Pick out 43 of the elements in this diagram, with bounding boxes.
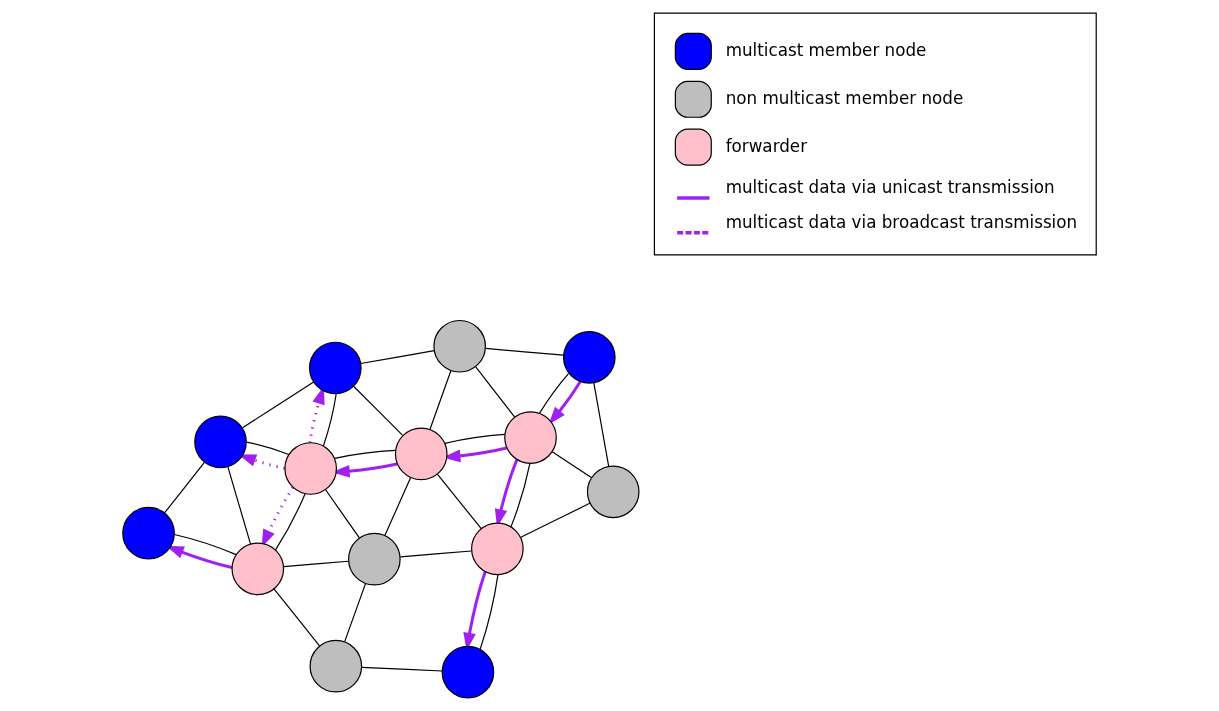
connector <box>352 385 404 436</box>
connector <box>475 366 516 418</box>
connector <box>399 550 472 558</box>
legend-label: multicast member node <box>725 39 927 60</box>
connector <box>242 381 315 429</box>
node-circle <box>194 415 247 469</box>
node-circle <box>471 522 524 576</box>
legend-label: multicast data via broadcast transmission <box>725 211 1078 232</box>
connector <box>325 489 360 539</box>
connector <box>429 369 452 431</box>
connector <box>510 463 531 528</box>
connector <box>322 393 337 447</box>
connector <box>384 477 412 536</box>
legend-label: non multicast member node <box>725 87 964 108</box>
node-circle <box>348 532 401 586</box>
connector <box>593 382 610 467</box>
arrow <box>548 381 582 425</box>
node-circle <box>308 341 362 395</box>
connector <box>551 451 592 479</box>
connector <box>360 350 435 365</box>
connector <box>246 441 290 456</box>
legend-label: forwarder <box>725 135 808 156</box>
node-circle <box>441 645 495 699</box>
connector <box>520 502 591 538</box>
node-circle <box>433 319 487 373</box>
node-circle <box>231 542 285 596</box>
node-circle <box>309 639 363 693</box>
connector <box>164 461 206 514</box>
connector <box>227 466 252 545</box>
connector <box>344 582 367 643</box>
connector <box>361 666 443 672</box>
legend-label: multicast data via unicast transmission <box>725 176 1055 197</box>
connector <box>436 473 482 530</box>
node-circle <box>122 506 175 560</box>
node-circle <box>284 442 338 495</box>
node-circle <box>562 330 616 384</box>
node-circle <box>586 465 640 519</box>
connector <box>274 493 306 551</box>
connector <box>479 574 499 650</box>
connector <box>539 373 570 414</box>
connector <box>273 588 321 647</box>
node-circle <box>504 411 557 464</box>
node-circle <box>394 427 448 481</box>
